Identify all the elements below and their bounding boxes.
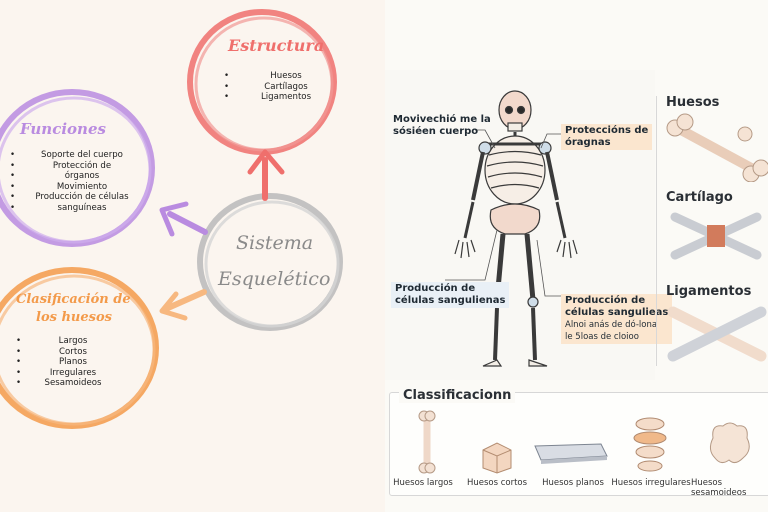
irregular-bone-icon [629,414,671,474]
label-huesos-planos: Huesos planos [533,478,613,488]
list-item: Sesamoideos [28,378,118,389]
center-title-line2: Esquelético [218,268,330,290]
list-item: Protección de [22,161,142,172]
list-item: órganos [22,171,142,182]
estructura-list: Huesos Cartílagos Ligamentos [236,71,336,103]
hueso-icon [663,112,768,182]
ligamento-icon [663,300,768,368]
label-huesos-cortos: Huesos cortos [457,478,537,488]
classification-title: Classificacionn [399,388,515,403]
list-item: sanguíneas [22,203,142,214]
estructura-title: Estructura [228,36,324,55]
long-bone-icon [415,410,439,474]
callout-top-left: Movivechió me la sósiéen cuerpo [393,114,491,138]
callout-mid-left: Producción de células sangulienas [391,282,509,308]
label-huesos-irregulares: Huesos irregulares [611,478,691,488]
list-item: Largos [28,336,118,347]
skeleton-infographic: Movivechió me la sósiéen cuerpo Protecci… [385,0,768,512]
list-item: Cartílagos [236,82,336,93]
ligamentos-heading: Ligamentos [666,284,751,299]
label-huesos-largos: Huesos largos [385,478,463,488]
list-item: Producción de células [22,192,142,203]
sesamoid-bone-icon [705,418,755,468]
label-huesos-sesamoideos: Huesos sesamoideos [691,478,768,498]
clasificacion-title-line1: Clasificación de [16,292,131,307]
funciones-list: Soporte del cuerpo Protección de órganos… [22,150,142,214]
list-item: Planos [28,357,118,368]
short-bone-icon [479,440,515,474]
mind-map: Estructura Huesos Cartílagos Ligamentos … [0,0,385,512]
center-title-line1: Sistema [236,232,313,254]
clasificacion-list: Largos Cortos Planos Irregulares Sesamoi… [28,336,118,389]
cartilago-icon [663,207,768,267]
huesos-heading: Huesos [666,95,719,110]
list-item: Ligamentos [236,92,336,103]
clasificacion-title-line2: los huesos [36,310,112,325]
callout-top-right: Proteccións de óragnas [561,124,652,150]
list-item: Irregulares [28,368,118,379]
list-item: Cortos [28,347,118,358]
cartilago-heading: Cartílago [666,190,733,205]
funciones-title: Funciones [20,120,106,138]
flat-bone-icon [531,438,611,468]
list-item: Huesos [236,71,336,82]
list-item: Soporte del cuerpo [22,150,142,161]
list-item: Movimiento [22,182,142,193]
divider [656,96,657,366]
